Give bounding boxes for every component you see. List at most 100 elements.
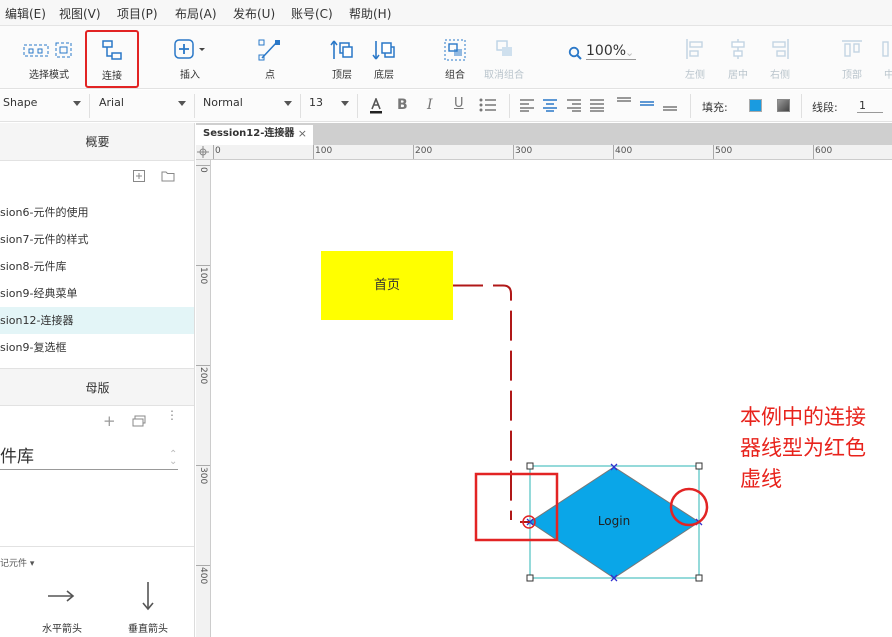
chevron-down-icon: [73, 101, 81, 106]
menu-bar: 编辑(E) 视图(V) 项目(P) 布局(A) 发布(U) 账号(C) 帮助(H…: [0, 0, 892, 26]
point-label: 点: [265, 70, 275, 81]
menu-view[interactable]: 视图(V): [59, 7, 101, 21]
menu-edit[interactable]: 编辑(E): [5, 7, 46, 21]
page-item[interactable]: sion7-元件的样式: [0, 233, 89, 246]
login-label: Login: [597, 514, 631, 528]
bullet-list-icon[interactable]: [479, 98, 497, 115]
library-select[interactable]: 件库: [0, 442, 178, 470]
chevron-down-icon: [341, 101, 349, 106]
chevron-down-icon: [178, 101, 186, 106]
line-width-input[interactable]: 1: [857, 99, 883, 113]
menu-layout[interactable]: 布局(A): [175, 7, 217, 21]
ungroup-button[interactable]: 取消组合: [480, 34, 528, 84]
page-item[interactable]: sion8-元件库: [0, 260, 67, 273]
ruler-label: 200: [415, 146, 433, 156]
menu-project[interactable]: 项目(P): [117, 7, 158, 21]
font-family-select[interactable]: Arial: [99, 96, 186, 116]
menu-publish[interactable]: 发布(U): [233, 7, 276, 21]
bring-front-button[interactable]: 顶层: [320, 34, 364, 84]
ruler-tick: [413, 145, 414, 159]
shadow-swatch[interactable]: [777, 99, 790, 112]
font-family-value: Arial: [99, 96, 124, 109]
widget-horizontal-arrow[interactable]: 水平箭头: [22, 580, 102, 635]
align-left-icon: [684, 38, 706, 63]
toolbar: 选择模式 连接 插入 点 顶层 底层 组合: [0, 26, 892, 89]
selection-handles[interactable]: [526, 462, 703, 582]
font-color-icon[interactable]: [369, 96, 383, 117]
align-text-justify-icon[interactable]: [589, 98, 605, 115]
send-back-button[interactable]: 底层: [362, 34, 406, 84]
dashed-connector-line[interactable]: [453, 284, 512, 521]
align-left-button[interactable]: 左侧: [675, 34, 715, 84]
add-library-icon[interactable]: +: [103, 412, 116, 430]
align-middle-label: 中: [884, 70, 892, 81]
annotation-text: 本例中的连接器线型为红色虚线: [740, 405, 866, 491]
fill-label: 填充:: [702, 101, 728, 114]
select-mode-label: 选择模式: [29, 70, 69, 81]
ruler-label: 400: [615, 146, 633, 156]
design-canvas[interactable]: [212, 161, 892, 637]
overview-header: 概要: [0, 123, 194, 161]
ruler-tick: [513, 145, 514, 159]
search-zoom-icon[interactable]: [568, 46, 582, 63]
ruler-tick: [213, 145, 214, 159]
ruler-origin-icon: [197, 146, 209, 159]
bold-icon[interactable]: B: [397, 97, 408, 113]
widget-section-label[interactable]: 记元件 ▾: [0, 559, 35, 569]
align-top-button[interactable]: 顶部: [830, 34, 874, 84]
page-item[interactable]: sion9-复选框: [0, 341, 67, 354]
valign-middle-icon[interactable]: [639, 96, 655, 115]
page-item-selected[interactable]: sion12-连接器: [0, 307, 194, 334]
home-rectangle[interactable]: 首页: [321, 251, 453, 320]
shape-select[interactable]: Shape: [3, 96, 81, 116]
ruler-tick: [196, 165, 210, 166]
page-item[interactable]: sion6-元件的使用: [0, 206, 89, 219]
menu-account[interactable]: 账号(C): [291, 7, 333, 21]
zoom-level[interactable]: 100%: [586, 43, 636, 60]
align-center-button[interactable]: 居中: [717, 34, 759, 84]
align-middle-button[interactable]: 中: [876, 34, 892, 84]
ruler-tick: [613, 145, 614, 159]
bring-front-icon: [330, 38, 354, 65]
underline-icon[interactable]: U: [454, 96, 464, 111]
divider: [0, 546, 194, 547]
ruler-tick: [713, 145, 714, 159]
divider: [690, 94, 691, 118]
tab-session12[interactable]: Session12-连接器 ×: [196, 125, 313, 145]
folder-icon[interactable]: [161, 170, 175, 185]
ruler-tick: [196, 265, 210, 266]
insert-button[interactable]: 插入: [165, 34, 215, 84]
valign-top-icon[interactable]: [616, 96, 632, 115]
highlight-rectangle: [474, 472, 559, 542]
font-style-select[interactable]: Normal: [203, 96, 292, 116]
library-name: 件库: [0, 447, 34, 467]
connection-points[interactable]: [526, 463, 703, 582]
select-mode-button[interactable]: 选择模式: [14, 34, 84, 84]
italic-icon[interactable]: I: [427, 97, 433, 113]
align-right-button[interactable]: 右侧: [759, 34, 801, 84]
close-icon[interactable]: ×: [297, 127, 307, 140]
point-button[interactable]: 点: [245, 34, 295, 84]
font-size-select[interactable]: 13: [309, 96, 349, 116]
page-item[interactable]: sion9-经典菜单: [0, 287, 78, 300]
add-page-icon[interactable]: [133, 170, 145, 185]
menu-help[interactable]: 帮助(H): [349, 7, 392, 21]
fill-color-swatch[interactable]: [749, 99, 762, 112]
library-menu-icon[interactable]: [132, 415, 146, 430]
chevron-updown-icon[interactable]: ⌃⌄: [169, 449, 178, 467]
group-button[interactable]: 组合: [433, 34, 477, 84]
zoom-chevron-icon[interactable]: ⌄: [625, 46, 635, 59]
ruler-tick: [196, 365, 210, 366]
connect-button[interactable]: 连接: [85, 30, 139, 88]
ruler-label: 300: [515, 146, 533, 156]
align-text-right-icon[interactable]: [566, 98, 582, 115]
font-style-value: Normal: [203, 96, 243, 109]
align-center-icon: [727, 38, 749, 63]
valign-bottom-icon[interactable]: [662, 96, 678, 115]
widget-vertical-arrow[interactable]: 垂直箭头: [108, 580, 188, 635]
align-text-center-icon[interactable]: [542, 98, 558, 115]
align-text-left-icon[interactable]: [519, 98, 535, 115]
align-right-icon: [769, 38, 791, 63]
connect-label: 连接: [102, 71, 122, 82]
